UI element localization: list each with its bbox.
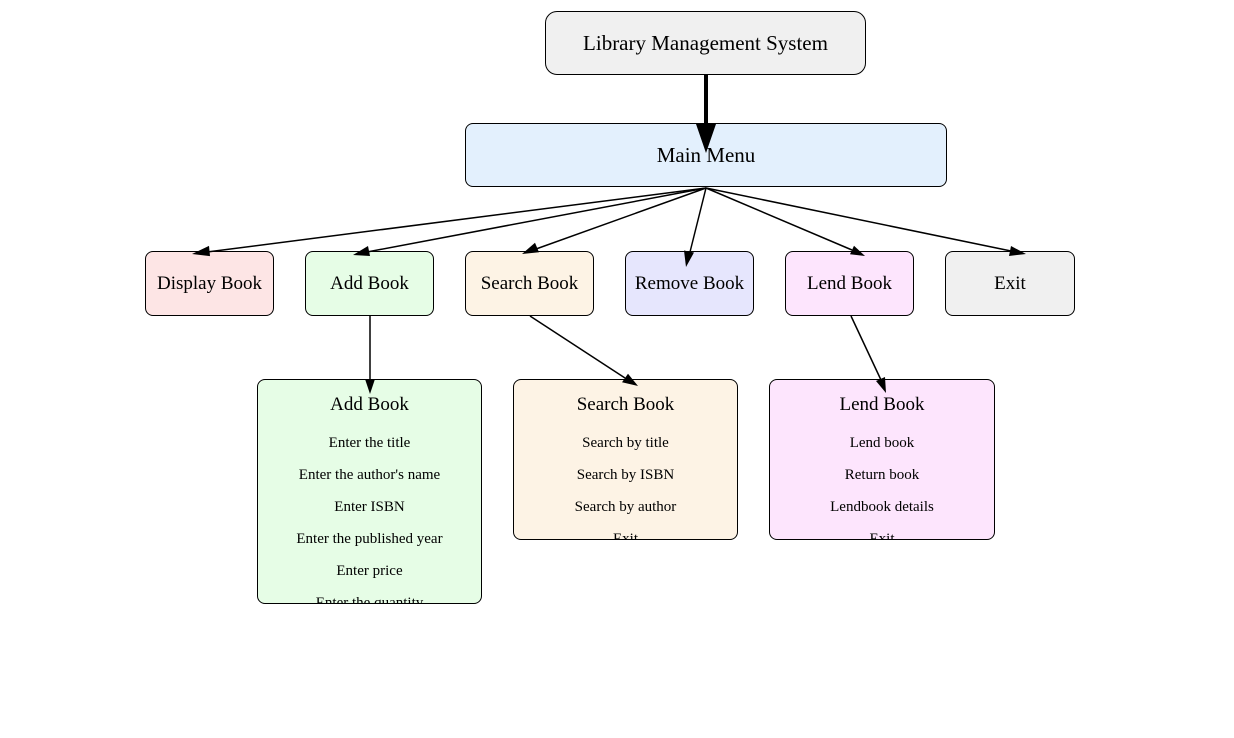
library-management-system-node: Library Management System [545,11,866,75]
detail-item: Lend book [849,435,915,451]
exit-node: Exit [945,251,1075,316]
lend-book-detail-title: Lend Book [839,394,925,415]
display-book-node: Display Book [145,251,274,316]
edge-main-to-exit [705,187,1012,252]
edge-main-to-remove [689,187,707,253]
detail-item: Exit [613,531,638,540]
detail-item: Enter ISBN [334,499,405,515]
edge-main-to-lend [705,187,853,251]
search-book-detail-list: Search by title Search by ISBN Search by… [514,427,737,540]
detail-item: Exit [869,531,895,540]
detail-item: Lendbook details [830,499,934,515]
detail-item: Search by author [574,499,677,515]
detail-item: Enter price [336,563,403,579]
edge-main-to-search [535,187,707,250]
detail-item: Enter the author's name [298,467,441,483]
main-menu-node: Main Menu [465,123,947,187]
detail-item: Return book [844,467,920,483]
add-book-detail-list: Enter the title Enter the author's name … [258,427,481,604]
remove-book-node: Remove Book [625,251,754,316]
detail-item: Enter the title [328,435,411,451]
search-book-node: Search Book [465,251,594,316]
lend-book-detail-node: Lend Book Lend book Return book Lendbook… [769,379,995,540]
edge-lend-to-detail [850,315,882,381]
edge-main-to-add [366,187,707,253]
search-book-detail-node: Search Book Search by title Search by IS… [513,379,738,540]
search-book-detail-title: Search Book [576,394,675,415]
add-book-detail-title: Add Book [330,394,409,415]
lend-book-detail-list: Lend book Return book Lendbook details E… [770,427,994,540]
add-book-detail-node: Add Book Enter the title Enter the autho… [257,379,482,604]
detail-item: Search by title [582,435,669,451]
edge-main-to-display [206,187,707,253]
detail-item: Enter the quantity [315,595,424,604]
edge-search-to-detail [529,315,626,379]
detail-item: Search by ISBN [576,467,675,483]
add-book-node: Add Book [305,251,434,316]
detail-item: Enter the published year [296,531,443,547]
lend-book-node: Lend Book [785,251,914,316]
